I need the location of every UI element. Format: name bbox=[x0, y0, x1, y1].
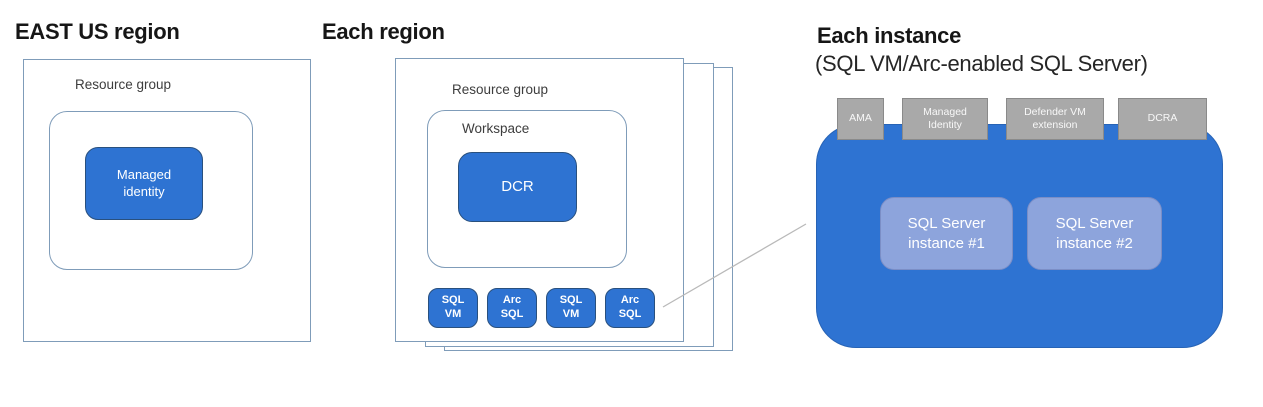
each-instance-subtitle: (SQL VM/Arc-enabled SQL Server) bbox=[815, 51, 1148, 76]
dcr-box: DCR bbox=[458, 152, 577, 222]
resource-group-label: Resource group bbox=[452, 82, 549, 97]
sql-instance-box-2: SQL Server instance #2 bbox=[1027, 197, 1162, 270]
arc-sql-box-1: Arc SQL bbox=[487, 288, 537, 328]
each-region-title: Each region bbox=[322, 19, 445, 44]
each-instance-title: Each instance bbox=[817, 23, 962, 48]
sql-instance-box-1: SQL Server instance #1 bbox=[880, 197, 1013, 270]
extension-tab-defender-vm: Defender VM extension bbox=[1006, 98, 1104, 140]
extension-tab-dcra: DCRA bbox=[1118, 98, 1207, 140]
sql-vm-box-2: SQL VM bbox=[546, 288, 596, 328]
extension-tab-managed-identity: Managed Identity bbox=[902, 98, 988, 140]
arc-sql-box-2: Arc SQL bbox=[605, 288, 655, 328]
managed-identity-box: Managed identity bbox=[85, 147, 203, 220]
resource-group-label: Resource group bbox=[75, 77, 172, 92]
east-us-region-title: EAST US region bbox=[15, 19, 180, 44]
sql-vm-box-1: SQL VM bbox=[428, 288, 478, 328]
extension-tab-ama: AMA bbox=[837, 98, 884, 140]
workspace-label: Workspace bbox=[462, 121, 530, 136]
